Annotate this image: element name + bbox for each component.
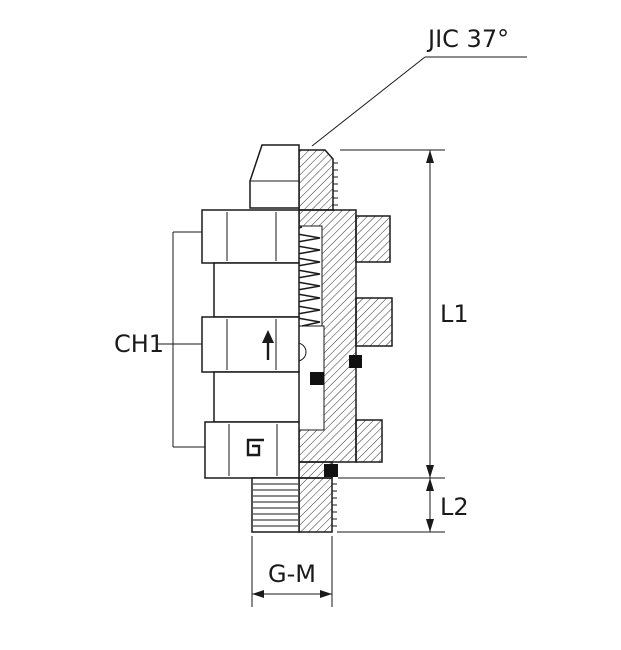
- outside-view: [201, 144, 300, 533]
- hex-body-middle: [201, 316, 300, 373]
- seal-lower: [324, 464, 338, 477]
- top-nut-section: [298, 149, 334, 211]
- seal-upper: [310, 372, 324, 385]
- l2-label: L2: [440, 493, 469, 521]
- neck-upper: [213, 262, 300, 318]
- seal-mid: [349, 355, 362, 368]
- stud-section: [298, 477, 333, 533]
- gm-label: G-M: [268, 560, 316, 588]
- l2-arrow-bottom: [426, 519, 434, 532]
- section-view: [283, 149, 393, 533]
- neck-lower: [213, 371, 300, 423]
- ch1-label: CH1: [114, 330, 164, 358]
- stud-thread-ticks: [332, 483, 337, 527]
- stud-outside: [251, 477, 300, 533]
- jic-label: JIC 37°: [426, 25, 509, 53]
- l1-arrow-bottom: [426, 465, 434, 478]
- upper-flange-section: [355, 215, 391, 263]
- ch1-callout: CH1: [114, 231, 205, 448]
- brand-mark-icon: [246, 438, 264, 457]
- stud-thread-lines: [253, 483, 298, 527]
- l2-dimension: L2: [337, 478, 469, 533]
- l1-label: L1: [440, 300, 469, 328]
- gm-arrow-right: [320, 590, 332, 598]
- gm-arrow-left: [252, 590, 264, 598]
- l1-arrow-top: [426, 150, 434, 163]
- flow-arrow-icon: [262, 330, 274, 360]
- hex-nut-top: [201, 209, 300, 264]
- top-thread-ticks: [333, 162, 338, 206]
- flare-cone: [249, 144, 300, 209]
- port-boss-section: [355, 297, 393, 347]
- l1-dimension: L1: [338, 149, 469, 479]
- gm-dimension: G-M: [251, 536, 333, 607]
- jic-callout: JIC 37°: [311, 25, 527, 147]
- jic-leader-line: [311, 56, 426, 147]
- hex-nut-bottom: [204, 421, 300, 479]
- lower-flange-section: [355, 419, 383, 463]
- l2-arrow-top: [426, 478, 434, 491]
